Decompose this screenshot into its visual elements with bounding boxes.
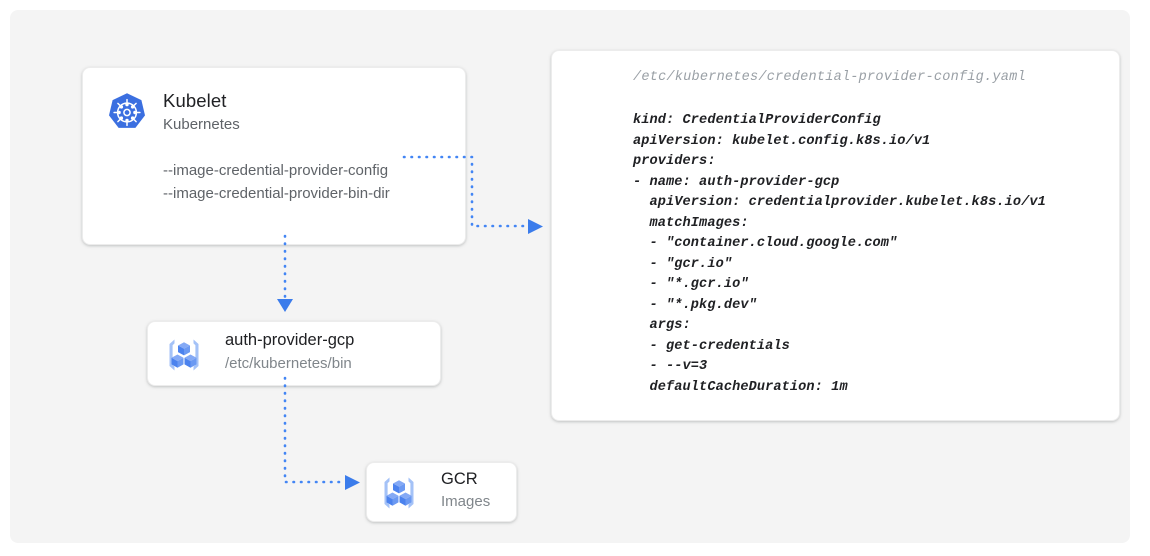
kubernetes-icon (103, 89, 151, 137)
yaml-line: - --v=3 (633, 359, 708, 374)
kubelet-title: Kubelet (163, 90, 227, 111)
yaml-line: - "container.cloud.google.com" (633, 236, 898, 251)
yaml-line: - "*.gcr.io" (633, 277, 749, 292)
yaml-file-path: /etc/kubernetes/credential-provider-conf… (633, 70, 1026, 85)
yaml-line: args: (633, 318, 691, 333)
credential-provider-config-panel[interactable]: /etc/kubernetes/credential-provider-conf… (551, 50, 1120, 421)
yaml-line: - "*.pkg.dev" (633, 297, 757, 313)
gcr-card[interactable]: GCR Images (366, 462, 517, 522)
yaml-line: defaultCacheDuration: 1m (633, 379, 848, 395)
gcr-title: GCR (441, 470, 478, 488)
auth-provider-title: auth-provider-gcp (225, 331, 355, 349)
auth-provider-subtitle: /etc/kubernetes/bin (225, 355, 352, 372)
yaml-line: - name: auth-provider-gcp (633, 174, 840, 190)
yaml-line: kind: CredentialProviderConfig (633, 113, 881, 128)
yaml-line: - get-credentials (633, 338, 790, 354)
yaml-line: providers: (633, 154, 716, 169)
container-registry-icon (377, 471, 421, 515)
kubelet-subtitle: Kubernetes (163, 116, 240, 133)
kubelet-flag-config: --image-credential-provider-config (163, 162, 389, 179)
kubelet-flag-bin-dir: --image-credential-provider-bin-dir (163, 185, 390, 202)
yaml-line: matchImages: (633, 215, 749, 231)
yaml-line: - "gcr.io" (633, 256, 733, 272)
yaml-line: apiVersion: credentialprovider.kubelet.k… (633, 195, 1046, 210)
auth-provider-gcp-card[interactable]: auth-provider-gcp /etc/kubernetes/bin (147, 321, 441, 386)
kubelet-card[interactable]: Kubelet Kubernetes --image-credential-pr… (82, 67, 466, 245)
diagram-canvas: Kubelet Kubernetes --image-credential-pr… (10, 10, 1130, 543)
yaml-line: apiVersion: kubelet.config.k8s.io/v1 (633, 133, 931, 149)
container-registry-icon (162, 333, 206, 377)
yaml-content: kind: CredentialProviderConfig apiVersion… (633, 111, 1046, 398)
gcr-subtitle: Images (441, 493, 491, 510)
kubelet-flag-list: --image-credential-provider-config --ima… (163, 159, 390, 205)
